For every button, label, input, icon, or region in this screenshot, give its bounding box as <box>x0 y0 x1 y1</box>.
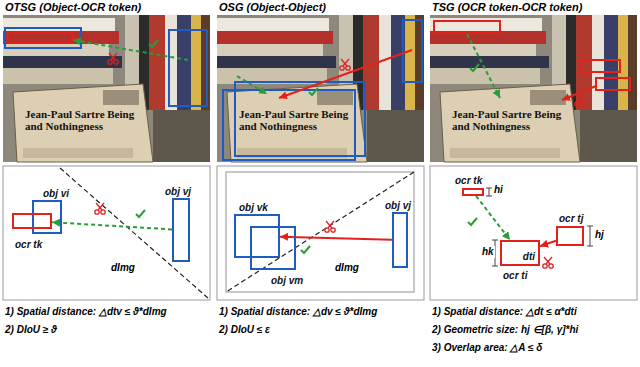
height-label: hk <box>481 246 495 258</box>
illustration-line <box>226 172 414 292</box>
condition-text: 2) DIoU ≤ ε <box>219 324 270 336</box>
condition-text: 3) Overlap area: △A ≤ δ <box>432 342 542 354</box>
box-label: obj vj <box>384 200 412 212</box>
illustration-rect <box>430 166 637 300</box>
book-cover-text: Jean-Paul Sartre Being and Nothingness <box>452 108 567 132</box>
photo-osg <box>217 15 424 162</box>
red-arrow <box>540 241 556 246</box>
diagonal-label: dImg <box>110 262 136 274</box>
illustration-rect <box>596 78 630 90</box>
illustration-rect <box>5 28 81 48</box>
illustration-line <box>590 226 591 246</box>
red-arrow <box>280 237 392 240</box>
illustration-rect <box>235 82 365 156</box>
box-label: ocr tj <box>558 213 584 225</box>
illustration-line <box>587 246 593 247</box>
illustration-line <box>279 50 412 98</box>
illustration-line <box>492 266 498 267</box>
object-box: obj vk <box>234 214 280 258</box>
illustration-line <box>489 188 490 196</box>
schematic <box>3 166 637 300</box>
ocr-box: ocr tidti <box>500 240 540 266</box>
height-label: hi <box>493 184 504 196</box>
photo-otsg <box>3 15 210 162</box>
box-label: obj vk <box>238 202 269 214</box>
illustration-use <box>108 53 118 64</box>
illustration-use <box>309 88 318 95</box>
distance-label: dti <box>523 251 535 263</box>
height-label: hj <box>594 229 605 241</box>
illustration-line <box>73 40 188 60</box>
illustration-rect <box>580 60 620 72</box>
book-cover-text: Jean-Paul Sartre Being and Nothingness <box>25 108 140 132</box>
condition-text: 1) Spatial distance: △dv ≤ ϑ*dImg <box>219 306 377 318</box>
illustration-line <box>486 196 492 197</box>
box-label: obj vm <box>270 275 304 287</box>
illustration-use <box>3 15 210 162</box>
illustration-use <box>217 15 424 162</box>
box-label: obj vi <box>42 188 70 200</box>
illustration-use <box>575 95 585 106</box>
panel-title: OTSG (Object-OCR token) <box>5 1 141 13</box>
illustration-use <box>325 221 335 232</box>
illustration-use <box>301 246 310 253</box>
illustration-line <box>60 168 208 298</box>
box-label: ocr tk <box>14 239 43 251</box>
illustration-rect <box>169 30 207 106</box>
diagonal-label: dImg <box>334 262 360 274</box>
illustration-line <box>237 76 267 94</box>
panel-title: OSG (Object-Object) <box>219 1 326 13</box>
illustration-use <box>470 64 479 71</box>
object-box: obj vj <box>392 212 408 268</box>
illustration-line <box>486 188 492 189</box>
illustration-line <box>467 34 500 98</box>
illustration-rect <box>8 33 72 43</box>
book-cover-text: Jean-Paul Sartre Being and Nothingness <box>239 108 354 132</box>
illustration-line <box>587 226 593 227</box>
box-label: ocr tk <box>454 175 483 187</box>
green-dashed-arrow <box>476 196 510 240</box>
illustration-use <box>468 218 477 225</box>
object-box: obj vj <box>172 198 190 262</box>
condition-text: 1) Spatial distance: △dt ≤ α*dti <box>432 306 577 318</box>
ocr-box: ocr tk <box>462 188 484 196</box>
green-dashed-arrow <box>52 222 172 229</box>
condition-text: 2) DIoU ≥ ϑ <box>5 324 57 336</box>
illustration-rect <box>403 20 422 82</box>
illustration-rect <box>226 172 414 292</box>
illustration-use <box>543 257 553 268</box>
condition-text: 2) Geometric size: hj ∈[β, γ]*hi <box>432 324 578 336</box>
illustration-use <box>149 40 158 47</box>
panel-title: TSG (OCR token-OCR token) <box>432 1 582 13</box>
condition-text: 1) Spatial distance: △dtv ≤ ϑ*dImg <box>5 306 167 318</box>
box-label: obj vj <box>164 186 192 198</box>
illustration-rect <box>3 166 210 300</box>
photo-tsg <box>430 15 637 162</box>
ocr-box: ocr tj <box>556 226 584 246</box>
illustration-use <box>136 210 145 217</box>
illustration-rect <box>217 166 424 300</box>
illustration-use <box>95 203 105 214</box>
illustration-rect <box>223 90 355 160</box>
illustration-use <box>430 15 637 162</box>
box-label: ocr ti <box>502 270 528 282</box>
object-box: obj vm <box>250 226 296 270</box>
ocr-box: ocr tk <box>12 213 52 229</box>
illustration-rect <box>434 21 500 33</box>
illustration-line <box>492 240 498 241</box>
illustration-use <box>340 59 350 70</box>
